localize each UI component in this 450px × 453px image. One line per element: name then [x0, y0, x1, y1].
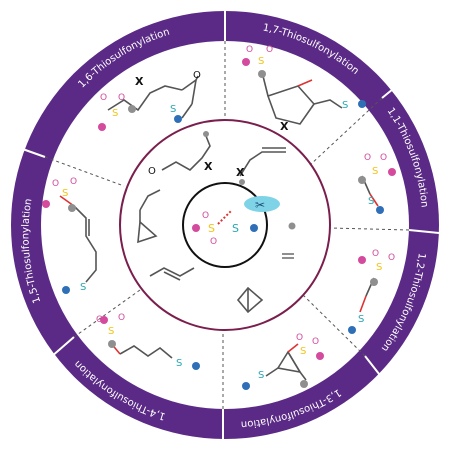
substrate-alkene-lower-left [149, 267, 195, 281]
atom-o-1-3-a: O [296, 333, 303, 343]
atom-dot-1-6-pink [98, 123, 106, 131]
molecule-1-2-atoms: S O O S [348, 249, 395, 334]
atom-s-1-4-b: S [176, 358, 182, 369]
atom-dot-1-5-gray [68, 204, 76, 212]
atom-x-1-7: X [280, 120, 289, 133]
atom-dot-1-5-pink [42, 200, 50, 208]
atom-dot-1-1-pink [388, 168, 396, 176]
atom-dot-1-1-gray [358, 176, 366, 184]
atom-dot-substrate-right [239, 179, 245, 185]
substrate-carbene-right [282, 253, 294, 259]
atom-dot-1-5-blue [62, 286, 70, 294]
atom-o-1-4-b: O [118, 313, 125, 323]
atom-o-1-1-a: O [364, 153, 371, 163]
atom-s-1-7-a: S [258, 56, 264, 67]
atom-dot-1-4-blue [192, 362, 200, 370]
atom-dot-1-6-blue [174, 115, 182, 123]
atom-s-central-b: S [232, 222, 239, 235]
atom-dot-substrate-top [203, 131, 209, 137]
inner-circle [182, 182, 268, 268]
molecule-1-3 [265, 343, 307, 381]
atom-dot-1-3-pink [316, 352, 324, 360]
atom-s-central-a: S [208, 222, 215, 235]
atom-o-1-2-a: O [372, 249, 379, 259]
atom-o-substrate: O [148, 166, 156, 177]
central-cleave-bond [217, 209, 233, 225]
atom-dot-central-blue [250, 224, 258, 232]
molecule-1-3-atoms: S O O S [242, 333, 324, 390]
atom-o-central-a: O [202, 211, 209, 221]
atom-s-1-6-b: S [170, 104, 176, 115]
scissors-badge [244, 196, 280, 212]
atom-o-central-b: O [210, 237, 217, 247]
molecule-1-6 [107, 75, 199, 119]
molecule-1-4-atoms: S O O S [96, 313, 200, 370]
atom-dot-1-6-gray [128, 105, 136, 113]
atom-s-1-4-a: S [108, 326, 114, 337]
molecule-1-6-atoms: X O S O O S [98, 70, 201, 131]
atom-dot-1-7-blue [358, 100, 366, 108]
atom-s-1-2-b: S [358, 314, 364, 325]
atom-dot-mid-right [288, 222, 296, 230]
atom-dot-1-4-pink [100, 316, 108, 324]
atom-dot-1-1-blue [376, 206, 384, 214]
substrate-bicyclobutane [236, 286, 264, 314]
atom-dot-1-7-gray [258, 70, 266, 78]
scissors-icon: ✂ [255, 198, 265, 212]
atom-o-1-2-b: O [388, 253, 395, 263]
atom-dot-central-pink [192, 224, 200, 232]
middle-circle [119, 119, 331, 331]
atom-s-1-1-b: S [368, 196, 374, 207]
molecule-1-1-atoms: S O O S [358, 153, 396, 214]
atom-o-1-7-a: O [246, 45, 253, 55]
atom-x-1-6: X [135, 75, 144, 88]
atom-s-1-2-a: S [376, 262, 382, 273]
substrate-alkyne-top-right [239, 147, 286, 177]
atom-dot-1-4-gray [108, 340, 116, 348]
atom-s-1-5-a: S [62, 188, 68, 199]
atom-dot-1-3-blue [242, 382, 250, 390]
atom-o-1-7-b: O [266, 45, 273, 55]
atom-o-1-5-a: O [52, 179, 59, 189]
atom-o-1-6-b: O [118, 93, 125, 103]
atom-dot-1-2-blue [348, 326, 356, 334]
atom-s-1-5-b: S [80, 282, 86, 293]
ring-separators [16, 11, 440, 439]
outer-ring-inner-face [41, 41, 409, 409]
atom-s-1-7-b: S [342, 100, 348, 111]
atom-x-substrate: X [204, 160, 213, 173]
atom-s-1-6-a: S [112, 108, 118, 119]
atom-x-substrate-2: X [236, 166, 245, 179]
atom-o-1-6: O [193, 70, 201, 81]
atom-o-1-5-b: O [70, 177, 77, 187]
central-thiosulfonate: ✂ S S O O [192, 196, 280, 247]
substrate-enone-top [161, 135, 211, 171]
atom-dot-1-2-pink [358, 256, 366, 264]
substrate-vinylcyclopropane [137, 189, 161, 244]
atom-dot-1-3-gray [300, 380, 308, 388]
atom-dot-1-2-gray [370, 278, 378, 286]
atom-s-1-3-a: S [300, 346, 306, 357]
molecule-1-7-atoms: S O O X S [242, 45, 366, 133]
atom-s-1-1-a: S [372, 166, 378, 177]
molecule-1-5-atoms: S O O S [42, 177, 86, 294]
atom-o-1-4-a: O [96, 315, 103, 325]
atom-dot-1-7-pink [242, 58, 250, 66]
sector-dividers [44, 41, 410, 409]
atom-o-1-1-b: O [380, 153, 387, 163]
atom-s-1-3-b: S [258, 370, 264, 381]
atom-o-1-3-b: O [312, 337, 319, 347]
atom-o-1-6-a: O [100, 93, 107, 103]
